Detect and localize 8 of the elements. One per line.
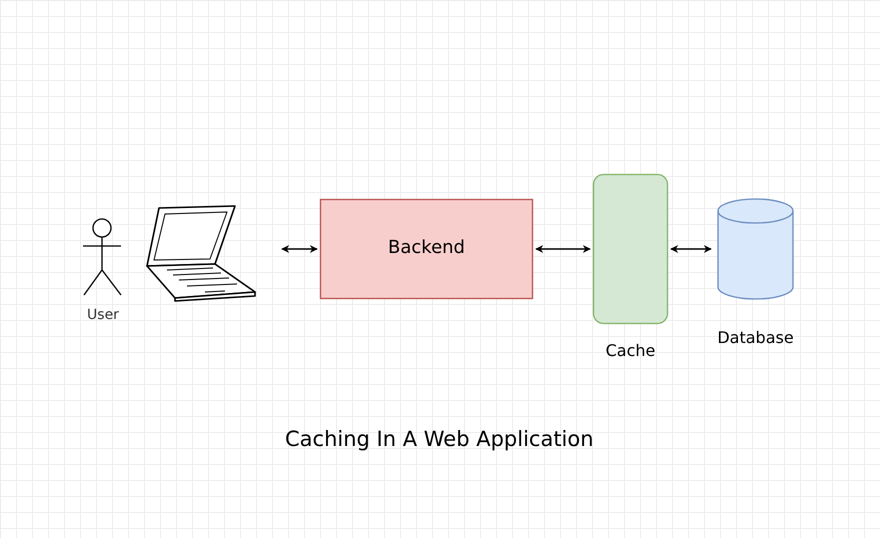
double-arrow <box>535 245 591 253</box>
node-label: Backend <box>387 237 466 258</box>
node-label: Database <box>716 328 795 347</box>
node-label: Cache <box>604 341 656 360</box>
node-caption: User <box>86 307 120 323</box>
double-arrow <box>670 245 712 253</box>
diagram-caption: Caching In A Web Application <box>285 427 594 451</box>
double-arrow <box>281 245 318 253</box>
